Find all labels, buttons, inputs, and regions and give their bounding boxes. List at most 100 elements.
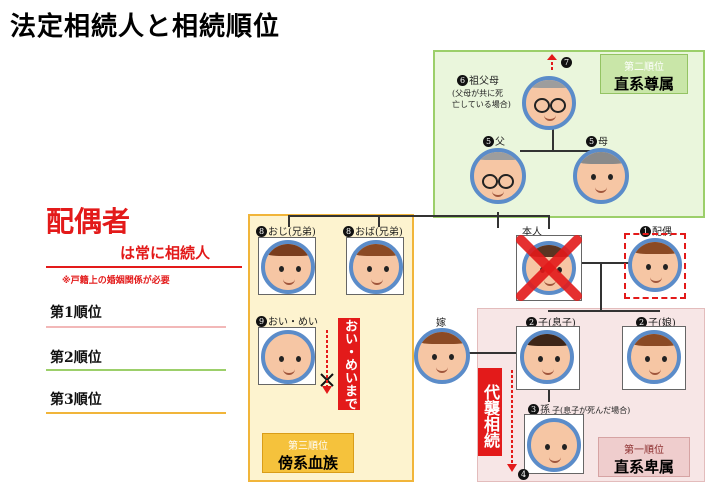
son-eyes (536, 356, 562, 362)
bride-mouth (436, 366, 448, 373)
son-avatar (520, 330, 574, 384)
aunt-hair (353, 244, 399, 256)
children-stem-line (600, 262, 602, 310)
daughter-mouth (649, 368, 661, 375)
spouse-subheading: は常に相続人 (120, 244, 211, 262)
spouse-number: 1 (640, 226, 651, 237)
son-hair (524, 334, 570, 346)
aunt-label-text: おば(兄弟) (355, 227, 403, 238)
second-rank-name: 直系尊属 (613, 75, 674, 93)
daughter-eyes (643, 356, 669, 362)
grandchild-avatar (527, 418, 581, 472)
son-label-text: 子(息子) (538, 318, 576, 329)
aunt-drop-line (378, 215, 380, 227)
grandparents-note-line1: (父母が共に死 (452, 89, 504, 98)
glasses-icon (482, 174, 514, 189)
father-label-text: 父 (495, 137, 505, 148)
glasses-icon (534, 98, 566, 113)
aunt-mouth (371, 278, 383, 285)
second-rank-title: 第二順位 (624, 62, 664, 73)
grandparents-arrow (546, 54, 558, 70)
spouse-mouth (650, 276, 662, 283)
spouse-underline (46, 266, 242, 268)
grandparents-number: 6 (457, 75, 468, 86)
bride-link-line (466, 352, 518, 354)
nephew-down-arrow (321, 330, 333, 400)
siblings-bar-line (288, 215, 548, 217)
mother-number: 5 (586, 136, 597, 147)
uncle-hair (265, 244, 311, 256)
legend-second-line (46, 369, 226, 371)
son-number: 2 (526, 317, 537, 328)
legend-third-line (46, 412, 226, 414)
nephew-eyes (277, 356, 303, 362)
legend-first-label: 第1順位 (50, 305, 102, 321)
third-rank-label: 第三順位 傍系血族 (262, 433, 354, 473)
aunt-number: 8 (343, 226, 354, 237)
substitution-label: 代襲相続 (478, 368, 502, 456)
son-mouth (542, 368, 554, 375)
first-rank-label: 第一順位 直系卑属 (598, 437, 690, 477)
nephew-number: 9 (256, 316, 267, 327)
spouse-note: ※戸籍上の婚姻関係が必要 (62, 276, 170, 286)
uncle-number: 8 (256, 226, 267, 237)
mother-avatar (573, 148, 629, 204)
nephew-avatar (261, 330, 315, 384)
uncle-mouth (283, 278, 295, 285)
grandparents-drop-line (552, 125, 554, 151)
order-four-number: 4 (518, 469, 529, 480)
deceased-mark (515, 234, 583, 306)
grandchild-note: 子(息子が死んだ場合) (552, 406, 631, 415)
order-seven-number: 7 (561, 57, 572, 68)
legend-third-label: 第3順位 (50, 392, 102, 408)
spouse-heading: 配偶者 (46, 205, 131, 238)
up-arrow-icon (547, 54, 557, 70)
legend-second-label: 第2順位 (50, 350, 102, 366)
substitution-arrow (506, 370, 518, 478)
grandfather-hair (526, 80, 572, 88)
grandchild-number: 3 (528, 404, 539, 415)
spouse-hair (632, 242, 678, 254)
self-mouth (544, 279, 556, 286)
uncle-label-text: おじ(兄弟) (268, 227, 316, 238)
mother-eyes (589, 174, 615, 180)
uncle-drop-line (288, 215, 290, 227)
grandchild-label-text: 孫 (540, 405, 550, 416)
down-arrow-icon (322, 330, 332, 394)
mother-mouth (595, 186, 607, 193)
grandfather-avatar (522, 76, 576, 130)
spouse-label-text: 配偶 (652, 227, 672, 238)
mother-label-text: 母 (598, 137, 608, 148)
father-number: 5 (483, 136, 494, 147)
spouse-avatar (628, 238, 682, 292)
nephew-limit-label: おい・めいまで (338, 318, 360, 410)
third-rank-title: 第三順位 (288, 441, 328, 452)
grandfather-mouth (544, 114, 556, 121)
aunt-eyes (365, 266, 391, 272)
spouse-link-line (582, 262, 630, 264)
grandchild-eyes (543, 444, 569, 450)
grandchild-drop-line (548, 380, 550, 402)
aunt-avatar (349, 240, 403, 294)
down-arrow-icon (507, 370, 517, 472)
parents-link-line (520, 150, 600, 152)
uncle-eyes (277, 266, 303, 272)
grandchild-mouth (549, 456, 561, 463)
third-rank-name: 傍系血族 (277, 454, 338, 472)
spouse-eyes (644, 264, 670, 270)
daughter-label-text: 子(娘) (648, 318, 676, 329)
order-four-badge: 4 (518, 469, 530, 481)
daughter-hair (631, 334, 677, 346)
legend-first-line (46, 326, 226, 328)
second-rank-label: 第二順位 直系尊属 (600, 54, 688, 94)
mother-hair (577, 152, 625, 164)
first-rank-title: 第一順位 (624, 445, 664, 456)
